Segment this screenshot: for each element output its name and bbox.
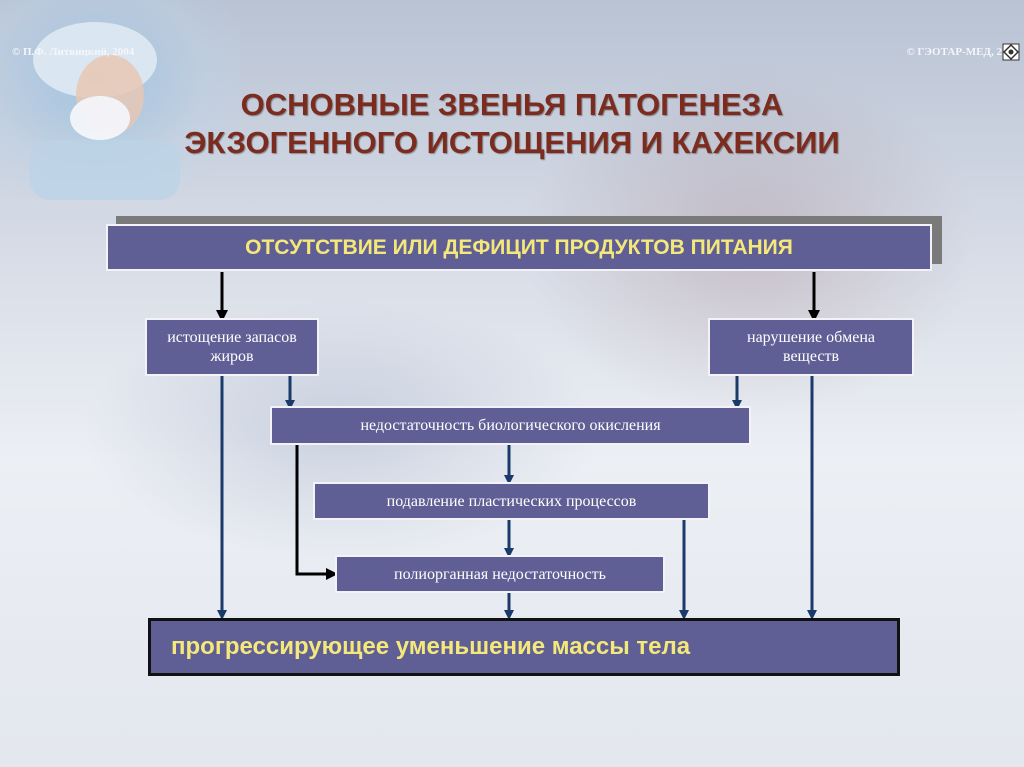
title-line-1: ОСНОВНЫЕ ЗВЕНЬЯ ПАТОГЕНЕЗА xyxy=(240,87,784,122)
nutrition-deficit-box: ОТСУТСТВИЕ ИЛИ ДЕФИЦИТ ПРОДУКТОВ ПИТАНИЯ xyxy=(106,224,932,271)
title-line-2: ЭКЗОГЕННОГО ИСТОЩЕНИЯ И КАХЕКСИИ xyxy=(184,125,840,160)
bio-oxidation-box: недостаточность биологического окисления xyxy=(270,406,751,445)
surgeon-illustration xyxy=(30,22,180,200)
weight-loss-result-box: прогрессирующее уменьшение массы тела xyxy=(148,618,900,676)
author-credit: © П.Ф. Литвицкий, 2004 xyxy=(12,46,135,58)
plastic-suppression-box: подавление пластических процессов xyxy=(313,482,710,520)
arrow-oxidation-to-polyorgan xyxy=(295,445,338,580)
publisher-logo-icon xyxy=(1002,43,1020,61)
publisher-credit: © ГЭОТАР-МЕД, 2 xyxy=(906,46,1002,58)
metabolism-disorder-box: нарушение обмена веществ xyxy=(708,318,914,376)
slide-title: ОСНОВНЫЕ ЗВЕНЬЯ ПАТОГЕНЕЗА ЭКЗОГЕННОГО И… xyxy=(0,86,1024,162)
fat-depletion-box: истощение запасов жиров xyxy=(145,318,319,376)
polyorgan-failure-box: полиорганная недостаточность xyxy=(335,555,665,593)
